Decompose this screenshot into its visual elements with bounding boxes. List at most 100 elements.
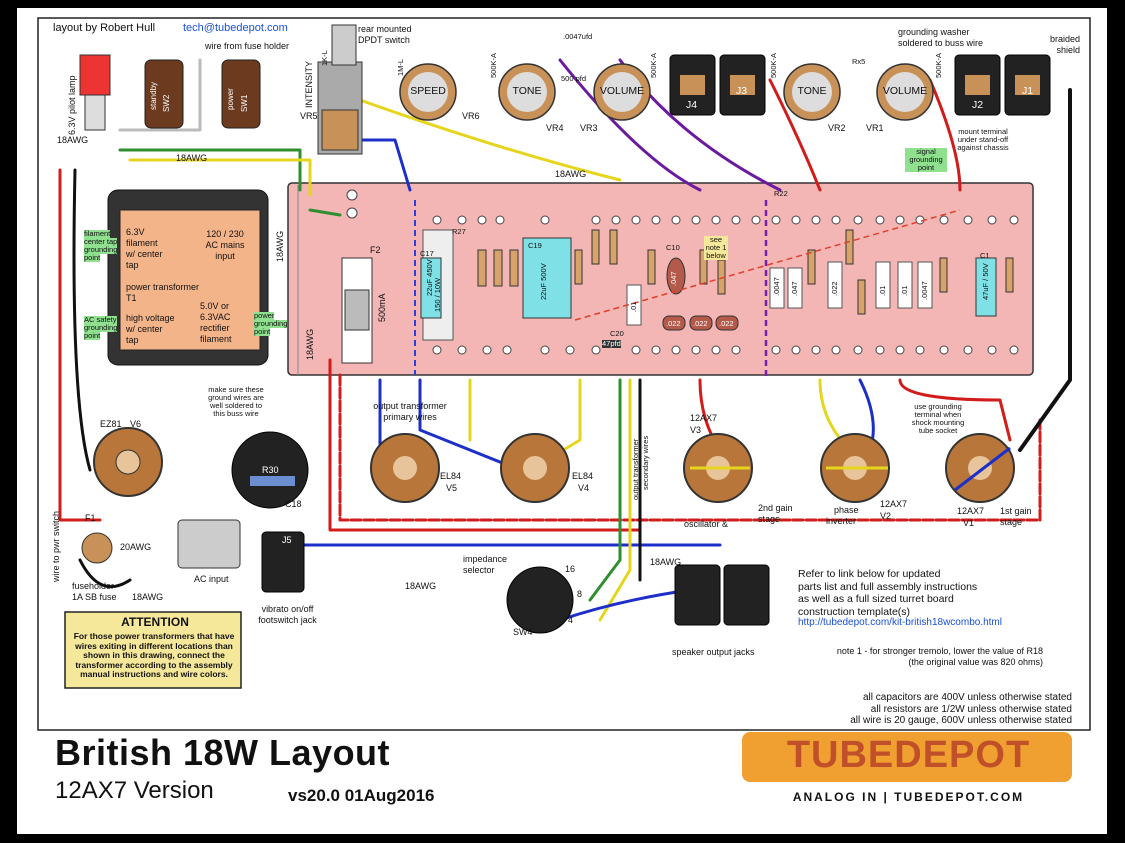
fuseholder-f1	[81, 532, 113, 564]
layout-version: vs20.0 01Aug2016	[288, 786, 435, 805]
grounding-washer-line2: soldered to buss wire	[898, 38, 984, 48]
grounding-washer-line1: grounding washer	[898, 27, 970, 37]
pt-mains-line2: AC mains	[205, 240, 245, 250]
ground-note-line4: this buss wire	[213, 409, 259, 418]
tubedepot-logo: TUBEDEPOT	[786, 734, 1031, 776]
c5-value: .047	[790, 281, 799, 296]
v2-label: V2	[880, 511, 892, 521]
c2-value: .01	[900, 285, 909, 296]
impedance-selector	[506, 566, 574, 634]
j1-label: J1	[1022, 85, 1034, 97]
rx5-label: Rx5	[852, 57, 866, 66]
white-caps	[626, 261, 933, 326]
jack-lugs	[680, 75, 1040, 95]
refer-line4: construction template(s)	[798, 605, 911, 618]
power-ground-line2: grounding	[254, 319, 288, 329]
email-link[interactable]: tech@tubedepot.com	[183, 22, 288, 34]
c1-value: 47uF / 50V	[981, 263, 990, 300]
v6-label: V6	[130, 419, 142, 429]
impedance-line2: selector	[463, 565, 495, 575]
power-ground-line1: power	[254, 311, 275, 321]
j5-jack	[261, 531, 305, 593]
impedance-4: 4	[568, 615, 574, 625]
resistors	[477, 229, 1014, 315]
c17-label: C17	[420, 249, 434, 258]
film-caps	[662, 257, 739, 331]
vr3-label: VR3	[580, 123, 598, 133]
pt-filament-line4: tap	[126, 260, 139, 270]
c4-value: .022	[830, 281, 839, 296]
pot-500ka-label-4: 500K-A	[934, 52, 943, 78]
sw1-label: SW1	[240, 94, 249, 112]
pt-name-line1: power transformer	[126, 282, 200, 292]
volume-knob-label-2: VOLUME	[882, 85, 928, 97]
c3-value: .01	[878, 285, 887, 296]
vr2-label: VR2	[828, 123, 846, 133]
j4-label: J4	[686, 99, 698, 111]
refer-line1: Refer to link below for updated	[798, 568, 941, 580]
footnotes: all capacitors are 400V unless otherwise…	[760, 692, 1072, 727]
rear-switch-line2: DPDT switch	[358, 35, 410, 45]
pot-1ml-label: 1M-L	[396, 58, 405, 76]
f1-label: F1	[85, 513, 96, 523]
shock-mount-line2: terminal when	[914, 410, 962, 419]
speaker-jack-2	[723, 564, 770, 626]
c10-label: C10	[666, 243, 680, 252]
ac-input-label: AC input	[194, 574, 229, 584]
pots	[399, 63, 934, 121]
c8-value: .022	[693, 319, 708, 328]
r30-label: R30	[262, 465, 279, 475]
pt-hv-line3: tap	[126, 335, 139, 345]
signal-ground-line2: grounding	[905, 155, 947, 165]
footnote-wire: all wire is 20 gauge, 600V unless otherw…	[850, 715, 1072, 726]
c17-capacitor	[420, 257, 442, 319]
pt-rect-line4: filament	[200, 334, 232, 344]
ac-safety-ground-line3: point	[84, 331, 101, 341]
gain1-line1: 1st gain	[1000, 506, 1032, 516]
c19-value: 22uF 500V	[539, 263, 548, 300]
r27-value: 150 / 10W	[433, 277, 442, 312]
signal-ground-line3: point	[905, 163, 947, 173]
ground-note-line3: well soldered to	[209, 401, 263, 410]
impedance-16: 16	[565, 564, 576, 574]
pot-1kl-label: 1K-L	[320, 50, 329, 66]
c18-capacitor	[231, 431, 309, 509]
ot-primary-line2: primary wires	[383, 412, 437, 422]
awg18-label-3: 18AWG	[555, 169, 587, 179]
power-label: power	[226, 88, 235, 110]
v3-type: 12AX7	[690, 413, 718, 423]
turrets-top	[346, 189, 1019, 225]
pt-mains-line3: input	[215, 251, 235, 261]
c19-capacitor	[522, 237, 572, 319]
vibrato-line1: vibrato on/off	[261, 604, 314, 614]
kit-url-link[interactable]: http://tubedepot.com/kit-british18wcombo…	[798, 617, 1002, 628]
note1-line2: (the original value was 820 ohms)	[908, 656, 1043, 667]
awg18-label-4: 18AWG	[275, 230, 285, 262]
ac-input-socket	[177, 519, 241, 569]
braided-shield-line2: shield	[1056, 45, 1080, 55]
phase-inv-line1: phase	[834, 505, 859, 515]
j2-label: J2	[972, 99, 984, 111]
c1-capacitor	[975, 257, 997, 317]
filament-ground-line2: center tap	[84, 237, 118, 247]
c1-label: C1	[980, 251, 990, 260]
sw2-label: SW2	[162, 94, 171, 112]
v1-label: V1	[963, 518, 975, 528]
vr4-label: VR4	[546, 123, 564, 133]
shock-mount-line1: use grounding	[914, 402, 962, 411]
intensity-label: INTENSITY	[304, 60, 314, 108]
el84-v4-label: V4	[578, 483, 590, 493]
r22-label: R22	[774, 189, 788, 198]
c2b-value: .0047	[920, 281, 929, 300]
author-byline: layout by Robert Hull	[53, 22, 156, 34]
fuse-holder-wire-label: wire from fuse holder	[205, 41, 290, 51]
phase-inv-line2: inverter	[826, 516, 857, 526]
mount-terminal-line1: mount terminal	[958, 127, 1008, 136]
refer-line3: as well as a full sized turret board	[798, 593, 954, 606]
impedance-line1: impedance	[463, 554, 508, 564]
speaker-jacks-label: speaker output jacks	[672, 647, 755, 657]
fuseholder-line2: 1A SB fuse	[72, 592, 117, 602]
ot-secondary-line2: secondary wires	[641, 435, 650, 490]
awg18-label-6: 18AWG	[132, 592, 164, 602]
